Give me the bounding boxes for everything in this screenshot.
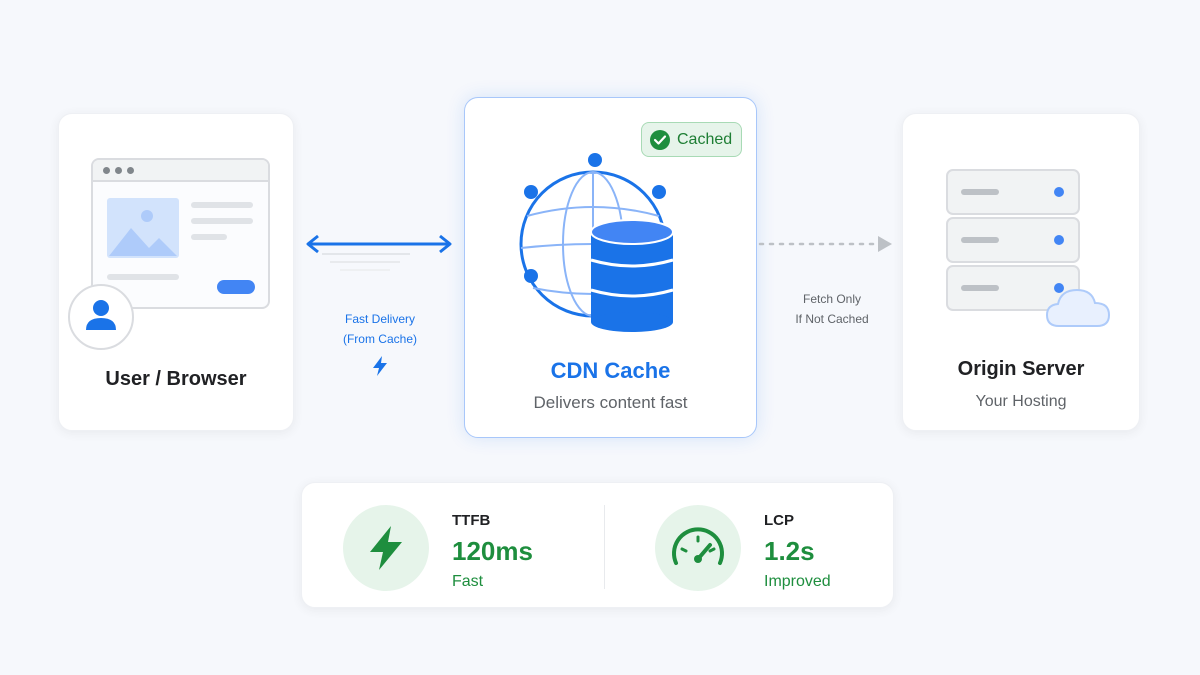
- lightning-icon: [370, 526, 402, 570]
- bidirectional-arrow-icon: [306, 234, 452, 271]
- metric-ttfb-status: Fast: [452, 573, 484, 590]
- metric-lcp-icon-circle: [655, 505, 741, 591]
- speedometer-icon: [672, 527, 724, 565]
- cached-status-badge: Cached: [641, 122, 742, 157]
- browser-title-bar: [93, 160, 268, 182]
- cdn-cache-card: Cached CDN Cache Delivers content fast: [464, 97, 757, 438]
- dotted-arrow-icon: [758, 236, 892, 252]
- fast-delivery-label: Fast Delivery (From Cache): [342, 312, 417, 346]
- metric-ttfb-value: 120ms: [452, 536, 533, 566]
- metric-ttfb-icon-circle: [343, 505, 429, 591]
- metric-lcp-name: LCP: [764, 512, 794, 529]
- webpage-content-icon: [107, 198, 255, 294]
- fetch-only-label: Fetch Only If Not Cached: [795, 292, 869, 326]
- origin-server-subtitle: Your Hosting: [975, 393, 1067, 410]
- lightning-icon: [373, 356, 387, 376]
- cdn-cache-title: CDN Cache: [550, 358, 671, 383]
- metric-ttfb-name: TTFB: [452, 512, 491, 529]
- origin-server-title: Origin Server: [957, 358, 1085, 380]
- user-avatar-icon: [68, 284, 134, 350]
- check-circle-icon: [650, 129, 670, 150]
- metric-lcp-status: Improved: [764, 573, 831, 590]
- metric-lcp-value: 1.2s: [764, 536, 815, 566]
- metrics-panel: TTFB 120ms Fast LCP 1.2s Improved: [301, 482, 894, 608]
- metrics-divider: [604, 505, 605, 589]
- user-browser-title: User / Browser: [105, 368, 247, 390]
- globe-database-icon: [519, 153, 674, 332]
- cdn-cache-subtitle: Delivers content fast: [533, 393, 688, 412]
- browser-window-icon: [91, 158, 270, 309]
- origin-server-card: Origin Server Your Hosting: [902, 113, 1140, 431]
- user-browser-card: User / Browser: [58, 113, 294, 431]
- server-rack-icon: [946, 169, 1111, 327]
- cached-badge-label: Cached: [677, 130, 733, 148]
